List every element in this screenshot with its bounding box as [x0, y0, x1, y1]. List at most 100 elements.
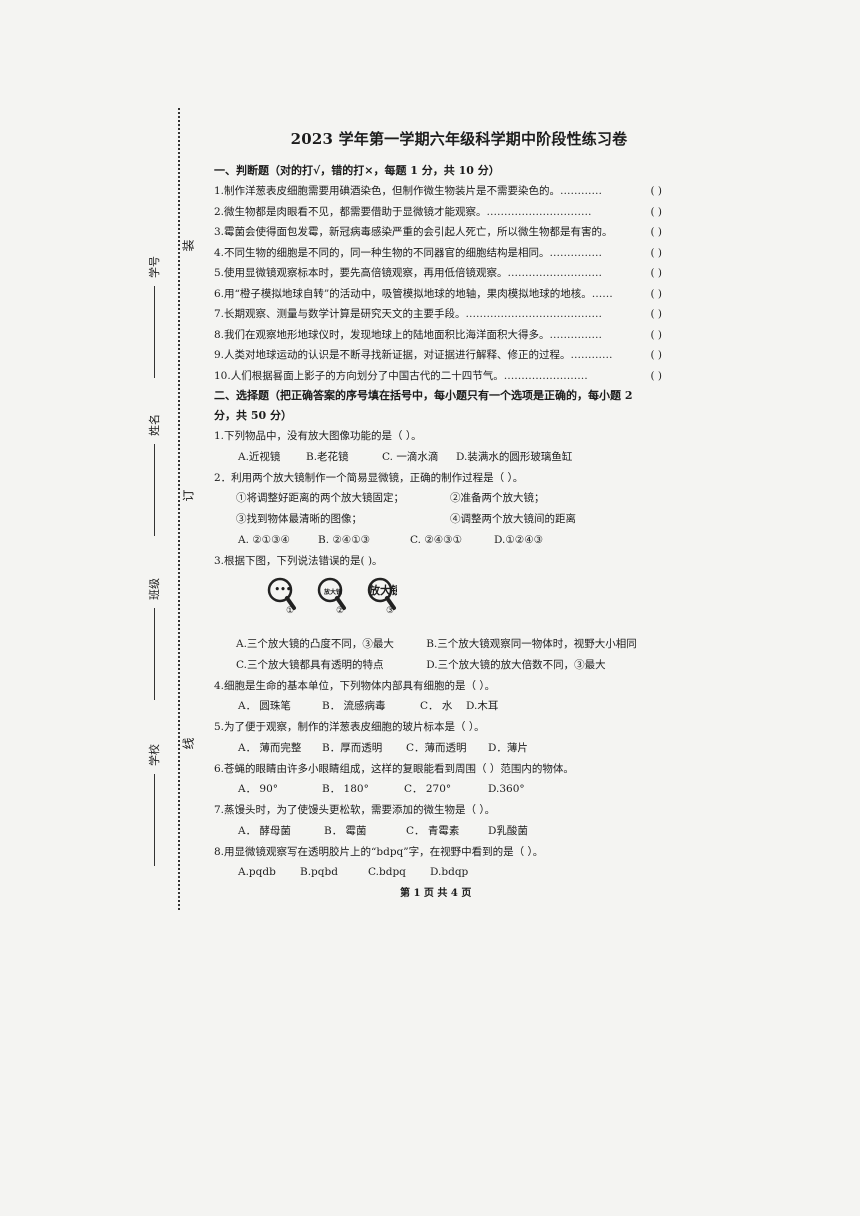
- binding-mark-zhuang: 装: [181, 239, 196, 252]
- magnifier-2-number: ②: [336, 605, 345, 616]
- binding-mark-ding: 订: [181, 489, 196, 502]
- magnifier-2-text: 放大镜: [323, 588, 342, 596]
- magnifier-2-icon: [317, 577, 346, 610]
- answer-bracket[interactable]: ( ): [650, 308, 662, 320]
- q2-step-3: ③找到物体最清晰的图像；: [236, 513, 362, 525]
- q5-option-a[interactable]: A． 薄而完整: [238, 741, 302, 754]
- q6-option-a[interactable]: A． 90°: [238, 783, 279, 795]
- q8-option-c[interactable]: C.bdpq: [368, 866, 406, 878]
- tf-item: 9.人类对地球运动的认识是不断寻找新证据，对证据进行解释、修正的过程。…………(…: [214, 345, 664, 366]
- q2-option-a[interactable]: A. ②①③④: [238, 534, 290, 546]
- q6-option-b[interactable]: B． 180°: [322, 783, 369, 795]
- q7-option-c[interactable]: C． 青霉素: [406, 824, 460, 837]
- q7-option-a[interactable]: A． 酵母菌: [238, 824, 291, 837]
- q7-option-d[interactable]: D乳酸菌: [488, 824, 528, 837]
- q2-option-b[interactable]: B. ②④①③: [318, 534, 371, 546]
- magnifier-3-text: 放大镜: [369, 583, 397, 597]
- q6-stem: 6.苍蝇的眼睛由许多小眼睛组成，这样的复眼能看到周围（ ）范围内的物体。: [214, 762, 574, 775]
- class-blank[interactable]: [153, 608, 155, 700]
- q4-stem: 4.细胞是生命的基本单位，下列物体内部具有细胞的是（ ）。: [214, 679, 496, 692]
- class-field: 班级: [146, 578, 162, 700]
- q3-option-b[interactable]: B.三个放大镜观察同一物体时，视野大小相同: [426, 637, 637, 650]
- answer-bracket[interactable]: ( ): [650, 205, 662, 218]
- magnifier-3-icon: [367, 577, 396, 610]
- q3-options: A.三个放大镜的凸度不同，③最大 B.三个放大镜观察同一物体时，视野大小相同 C.…: [214, 634, 664, 676]
- student-name-label: 姓名: [148, 414, 161, 436]
- q5-options: A． 薄而完整 B．厚而透明 C．薄而透明 D．薄片: [214, 738, 664, 759]
- q5-option-b[interactable]: B．厚而透明: [322, 741, 383, 754]
- q2-option-c[interactable]: C. ②④③①: [410, 534, 462, 546]
- q5-option-d[interactable]: D．薄片: [488, 741, 528, 754]
- answer-bracket[interactable]: ( ): [650, 369, 662, 382]
- q2-step-4: ④调整两个放大镜间的距离: [450, 513, 576, 525]
- answer-bracket[interactable]: ( ): [650, 287, 662, 300]
- magnifier-1-icon: [267, 577, 296, 610]
- answer-bracket[interactable]: ( ): [650, 349, 662, 361]
- q1-option-a[interactable]: A.近视镜: [238, 450, 281, 463]
- answer-bracket[interactable]: ( ): [650, 267, 662, 279]
- q2-stem: 2．利用两个放大镜制作一个简易显微镜，正确的制作过程是（ ）。: [214, 471, 524, 484]
- q3-stem: 3.根据下图，下列说法错误的是( )。: [214, 555, 383, 567]
- q8-option-d[interactable]: D.bdqp: [430, 866, 469, 878]
- q3-option-a[interactable]: A.三个放大镜的凸度不同，③最大: [236, 637, 394, 650]
- q4-option-b[interactable]: B． 流感病毒: [322, 700, 386, 712]
- answer-bracket[interactable]: ( ): [650, 226, 662, 238]
- tf-item: 2.微生物都是肉眼看不见，都需要借助于显微镜才能观察。…………………………( ): [214, 202, 664, 223]
- q3-option-c[interactable]: C.三个放大镜都具有透明的特点: [236, 658, 384, 671]
- student-name-blank[interactable]: [153, 444, 155, 536]
- exam-title: 2023 学年第一学期六年级科学期中阶段性练习卷: [290, 130, 628, 148]
- q5-stem: 5.为了便于观察，制作的洋葱表皮细胞的玻片标本是（ ）。: [214, 721, 485, 733]
- tf-item: 8.我们在观察地形地球仪时，发现地球上的陆地面积比海洋面积大得多。……………( …: [214, 325, 664, 346]
- tf-item: 5.使用显微镜观察标本时，要先高倍镜观察，再用低倍镜观察。………………………( …: [214, 263, 664, 284]
- tf-item: 4.不同生物的细胞是不同的，同一种生物的不同器官的细胞结构是相同。……………( …: [214, 243, 664, 264]
- q1-option-b[interactable]: B.老花镜: [306, 450, 349, 463]
- q1-option-c[interactable]: C. 一滴水滴: [382, 450, 439, 463]
- answer-bracket[interactable]: ( ): [650, 328, 662, 341]
- q4-option-c[interactable]: C． 水: [420, 700, 453, 712]
- magnifier-1: ••• ①: [266, 576, 300, 620]
- section1-list: 1.制作洋葱表皮细胞需要用碘酒染色，但制作微生物装片是不需要染色的。…………( …: [214, 181, 664, 386]
- tf-item: 7.长期观察、测量与数学计算是研究天文的主要手段。…………………………………( …: [214, 304, 664, 325]
- q8-options: A.pqdb B.pqbd C.bdpq D.bdqp: [214, 862, 664, 883]
- q2-options: A. ②①③④ B. ②④①③ C. ②④③① D.①②④③: [214, 530, 664, 551]
- q8-option-a[interactable]: A.pqdb: [238, 866, 276, 878]
- magnifier-2: 放大镜 ②: [316, 576, 350, 620]
- q4-option-d[interactable]: D.木耳: [466, 700, 499, 712]
- q7-options: A． 酵母菌 B． 霉菌 C． 青霉素 D乳酸菌: [214, 821, 664, 842]
- page-footer: 第 1 页 共 4 页: [400, 888, 472, 899]
- tf-item: 10.人们根据晷面上影子的方向划分了中国古代的二十四节气。……………………( ): [214, 366, 664, 387]
- answer-bracket[interactable]: ( ): [650, 246, 662, 259]
- q1-stem: 1.下列物品中，没有放大图像功能的是（ ）。: [214, 430, 422, 442]
- answer-bracket[interactable]: ( ): [650, 185, 662, 197]
- q2-step-1: ①将调整好距离的两个放大镜固定；: [236, 492, 404, 504]
- q1-option-d[interactable]: D.装满水的圆形玻璃鱼缸: [456, 450, 573, 463]
- magnifier-1-text: •••: [274, 584, 292, 595]
- q2-steps: ①将调整好距离的两个放大镜固定； ②准备两个放大镜； ③找到物体最清晰的图像； ④调…: [214, 488, 664, 530]
- q6-option-c[interactable]: C． 270°: [404, 783, 452, 795]
- q5-option-c[interactable]: C．薄而透明: [406, 741, 467, 754]
- q8-option-b[interactable]: B.pqbd: [300, 866, 338, 878]
- q6-options: A． 90° B． 180° C． 270° D.360°: [214, 779, 664, 800]
- school-field: 学校: [146, 744, 162, 866]
- class-label: 班级: [148, 578, 161, 600]
- q7-option-b[interactable]: B． 霉菌: [324, 824, 367, 837]
- section2-heading-cont: 分，共 50 分）: [214, 409, 292, 422]
- student-id-field: 学号: [146, 256, 162, 378]
- section2-heading: 二、选择题（把正确答案的序号填在括号中，每小题只有一个选项是正确的，每小题 2: [214, 389, 633, 402]
- binding-dotted-line: [178, 108, 180, 910]
- q1-options: A.近视镜 B.老花镜 C. 一滴水滴 D.装满水的圆形玻璃鱼缸: [214, 447, 664, 468]
- q7-stem: 7.蒸馒头时，为了使馒头更松软，需要添加的微生物是（ ）。: [214, 804, 496, 816]
- q6-option-d[interactable]: D.360°: [488, 783, 525, 795]
- q2-option-d[interactable]: D.①②④③: [494, 534, 544, 546]
- student-id-blank[interactable]: [153, 286, 155, 378]
- q4-option-a[interactable]: A． 圆珠笔: [238, 700, 291, 712]
- student-id-label: 学号: [148, 256, 161, 278]
- tf-item: 3.霉菌会使得面包发霉，新冠病毒感染严重的会引起人死亡，所以微生物都是有害的。(…: [214, 222, 664, 243]
- student-name-field: 姓名: [146, 414, 162, 536]
- school-blank[interactable]: [153, 774, 155, 866]
- q3-option-d[interactable]: D.三个放大镜的放大倍数不同，③最大: [426, 658, 606, 671]
- tf-item: 1.制作洋葱表皮细胞需要用碘酒染色，但制作微生物装片是不需要染色的。…………( …: [214, 181, 664, 202]
- q2-step-2: ②准备两个放大镜；: [450, 492, 545, 504]
- school-label: 学校: [148, 744, 161, 766]
